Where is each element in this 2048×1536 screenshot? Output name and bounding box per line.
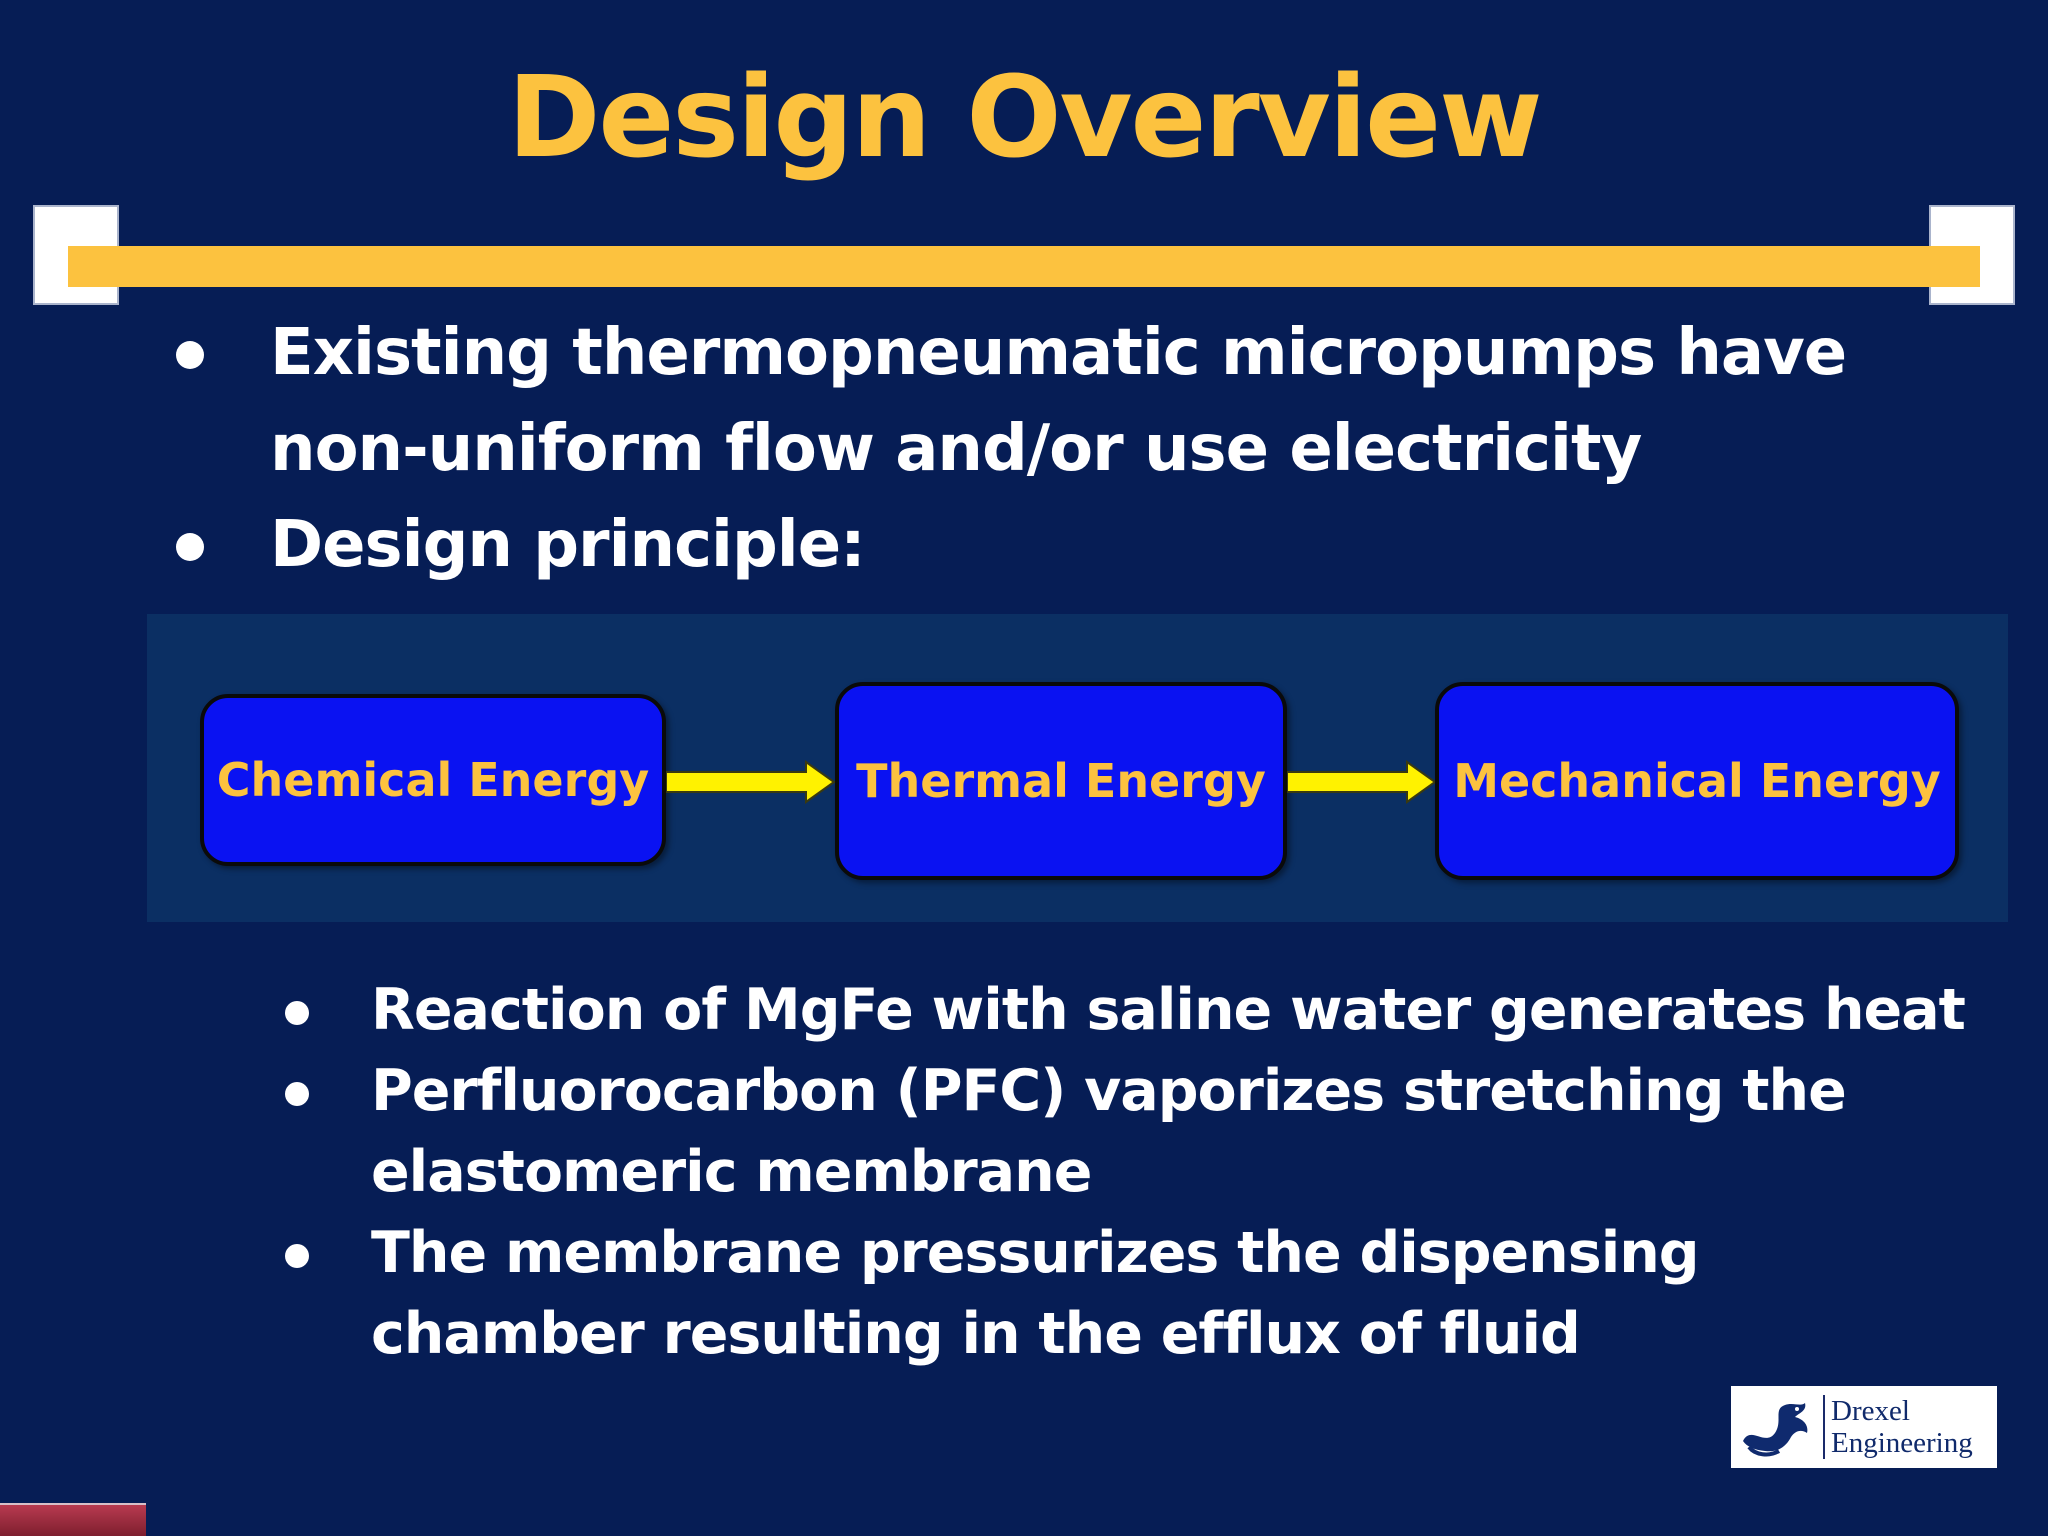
title-underline-bar (68, 246, 1980, 287)
logo-wordmark: Drexel Engineering (1823, 1395, 1973, 1459)
right-arrow-icon (666, 760, 836, 804)
chemical-energy-box: Chemical Energy (200, 694, 666, 866)
bullet-icon (176, 341, 204, 369)
list-item: The membrane pressurizes the dispensing … (275, 1213, 1975, 1375)
right-arrow-icon (1287, 760, 1437, 804)
thermal-energy-box: Thermal Energy (835, 682, 1287, 880)
list-item: Perfluorocarbon (PFC) vaporizes stretchi… (275, 1051, 1975, 1213)
list-item: Design principle: (170, 497, 1870, 593)
slide-title: Design Overview (507, 53, 1542, 183)
dragon-logo-icon (1731, 1386, 1823, 1468)
energy-flow-diagram: Chemical Energy Thermal Energy Mechanica… (147, 614, 2008, 922)
mechanical-energy-box: Mechanical Energy (1435, 682, 1959, 880)
logo-line-2: Engineering (1831, 1427, 1973, 1459)
bullet-icon (285, 1001, 309, 1025)
bullet-text: Perfluorocarbon (PFC) vaporizes stretchi… (371, 1058, 1847, 1205)
drexel-engineering-logo: Drexel Engineering (1731, 1386, 1997, 1468)
bullet-text: Reaction of MgFe with saline water gener… (371, 977, 1966, 1043)
bullet-text: Design principle: (270, 508, 866, 582)
box-label: Thermal Energy (856, 754, 1266, 808)
logo-line-1: Drexel (1831, 1395, 1910, 1427)
bullet-icon (285, 1244, 309, 1268)
corner-accent-bar (0, 1503, 146, 1536)
box-label: Chemical Energy (216, 753, 650, 807)
list-item: Existing thermopneumatic micropumps have… (170, 305, 1870, 497)
list-item: Reaction of MgFe with saline water gener… (275, 970, 1975, 1051)
bullet-icon (176, 533, 204, 561)
bullet-text: The membrane pressurizes the dispensing … (371, 1220, 1700, 1367)
bottom-bullet-list: Reaction of MgFe with saline water gener… (275, 970, 1975, 1375)
bullet-icon (285, 1082, 309, 1106)
top-bullet-list: Existing thermopneumatic micropumps have… (170, 305, 1870, 593)
box-label: Mechanical Energy (1453, 754, 1941, 808)
bullet-text: Existing thermopneumatic micropumps have… (270, 316, 1847, 486)
